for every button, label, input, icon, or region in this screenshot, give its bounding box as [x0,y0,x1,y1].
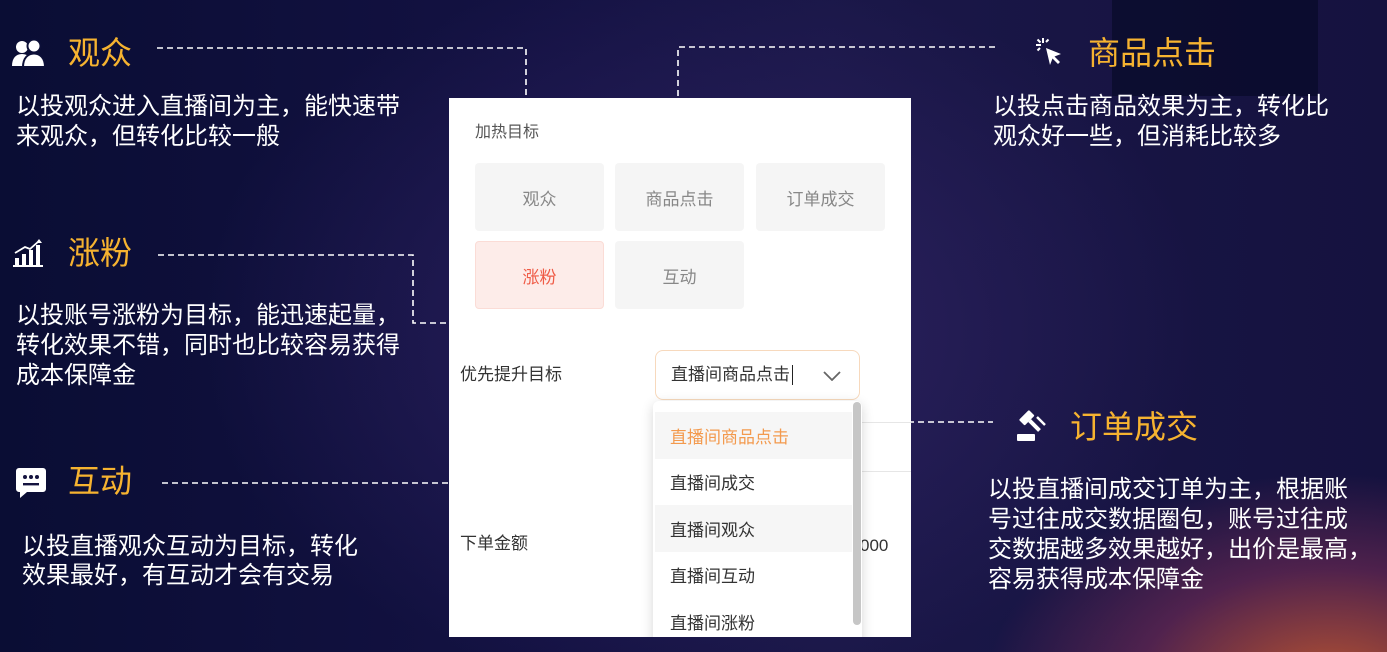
dropdown-option[interactable]: 直播间商品点击 [655,412,852,459]
heat-target-option-audience[interactable]: 观众 [475,163,604,231]
click-icon [1036,38,1061,65]
annotation-title-follower: 涨粉 [68,235,133,271]
heat-target-option-product-click[interactable]: 商品点击 [615,163,744,231]
priority-target-dropdown[interactable]: 直播间商品点击 直播间成交 直播间观众 直播间互动 直播间涨粉 [653,401,862,637]
annotation-line: 以投直播观众互动为目标，转化 [22,533,358,560]
annotation-body-product-click: 以投点击商品效果为主，转化比 观众好一些，但消耗比较多 [993,92,1329,152]
order-amount-label: 下单金额 [460,534,528,553]
connector-audience [157,47,527,98]
connector-product-click [677,46,995,98]
heat-target-option-order-deal[interactable]: 订单成交 [756,163,885,231]
gavel-icon [1017,410,1046,441]
text-caret [792,365,793,385]
annotation-line: 以投账号涨粉为目标，能迅速起量， [16,302,400,329]
dropdown-option[interactable]: 直播间成交 [670,474,755,494]
dropdown-scrollbar[interactable] [853,402,861,625]
background-overlay-block [1112,0,1318,96]
bar-chart-icon [13,239,43,267]
annotation-line: 以投点击商品效果为主，转化比 [993,93,1329,120]
dropdown-option[interactable]: 直播间涨粉 [670,613,755,633]
annotation-line: 交数据越多效果越好，出价是最高， [988,536,1372,563]
heat-target-option-follower[interactable]: 涨粉 [475,241,604,309]
priority-target-label: 优先提升目标 [460,365,562,384]
annotation-line: 来观众，但转化比较一般 [16,123,280,150]
annotation-title-audience: 观众 [68,35,133,71]
annotation-line: 效果最好，有互动才会有交易 [22,562,334,589]
dropdown-option[interactable]: 直播间观众 [655,505,852,552]
heat-target-option-interaction[interactable]: 互动 [615,241,744,309]
annotation-body-interaction: 以投直播观众互动为目标，转化 效果最好，有互动才会有交易 [22,532,358,590]
annotation-line: 以投观众进入直播间为主，能快速带 [16,93,400,120]
chat-icon [16,468,46,498]
heating-settings-panel: 加热目标 观众 商品点击 订单成交 涨粉 互动 优先提升目标 直播间商品点击 下… [449,98,911,637]
annotation-title-product-click: 商品点击 [1088,35,1217,71]
annotation-line: 容易获得成本保障金 [988,566,1204,593]
annotation-body-order-deal: 以投直播间成交订单为主，根据账 号过往成交数据圈包，账号过往成 交数据越多效果越… [988,475,1372,595]
annotation-line: 转化效果不错，同时也比较容易获得 [16,332,400,359]
annotation-title-order-deal: 订单成交 [1070,409,1199,445]
priority-target-value-text: 直播间商品点击 [671,365,790,384]
heat-target-label: 加热目标 [475,124,540,141]
annotation-body-follower: 以投账号涨粉为目标，能迅速起量， 转化效果不错，同时也比较容易获得 成本保障金 [16,301,400,391]
priority-target-select[interactable]: 直播间商品点击 [655,350,860,400]
annotation-title-interaction: 互动 [68,463,133,499]
dropdown-option[interactable]: 直播间互动 [670,567,755,587]
users-icon [12,38,45,68]
annotation-line: 号过往成交数据圈包，账号过往成 [988,506,1348,533]
annotation-line: 成本保障金 [16,362,136,389]
connector-follower [158,254,450,324]
annotation-line: 观众好一些，但消耗比较多 [993,123,1281,150]
order-amount-value[interactable]: 000 [860,536,889,555]
annotation-body-audience: 以投观众进入直播间为主，能快速带 来观众，但转化比较一般 [16,92,400,152]
priority-target-value: 直播间商品点击 [671,365,793,385]
chevron-down-icon[interactable] [823,371,841,381]
annotation-line: 以投直播间成交订单为主，根据账 [988,476,1348,503]
